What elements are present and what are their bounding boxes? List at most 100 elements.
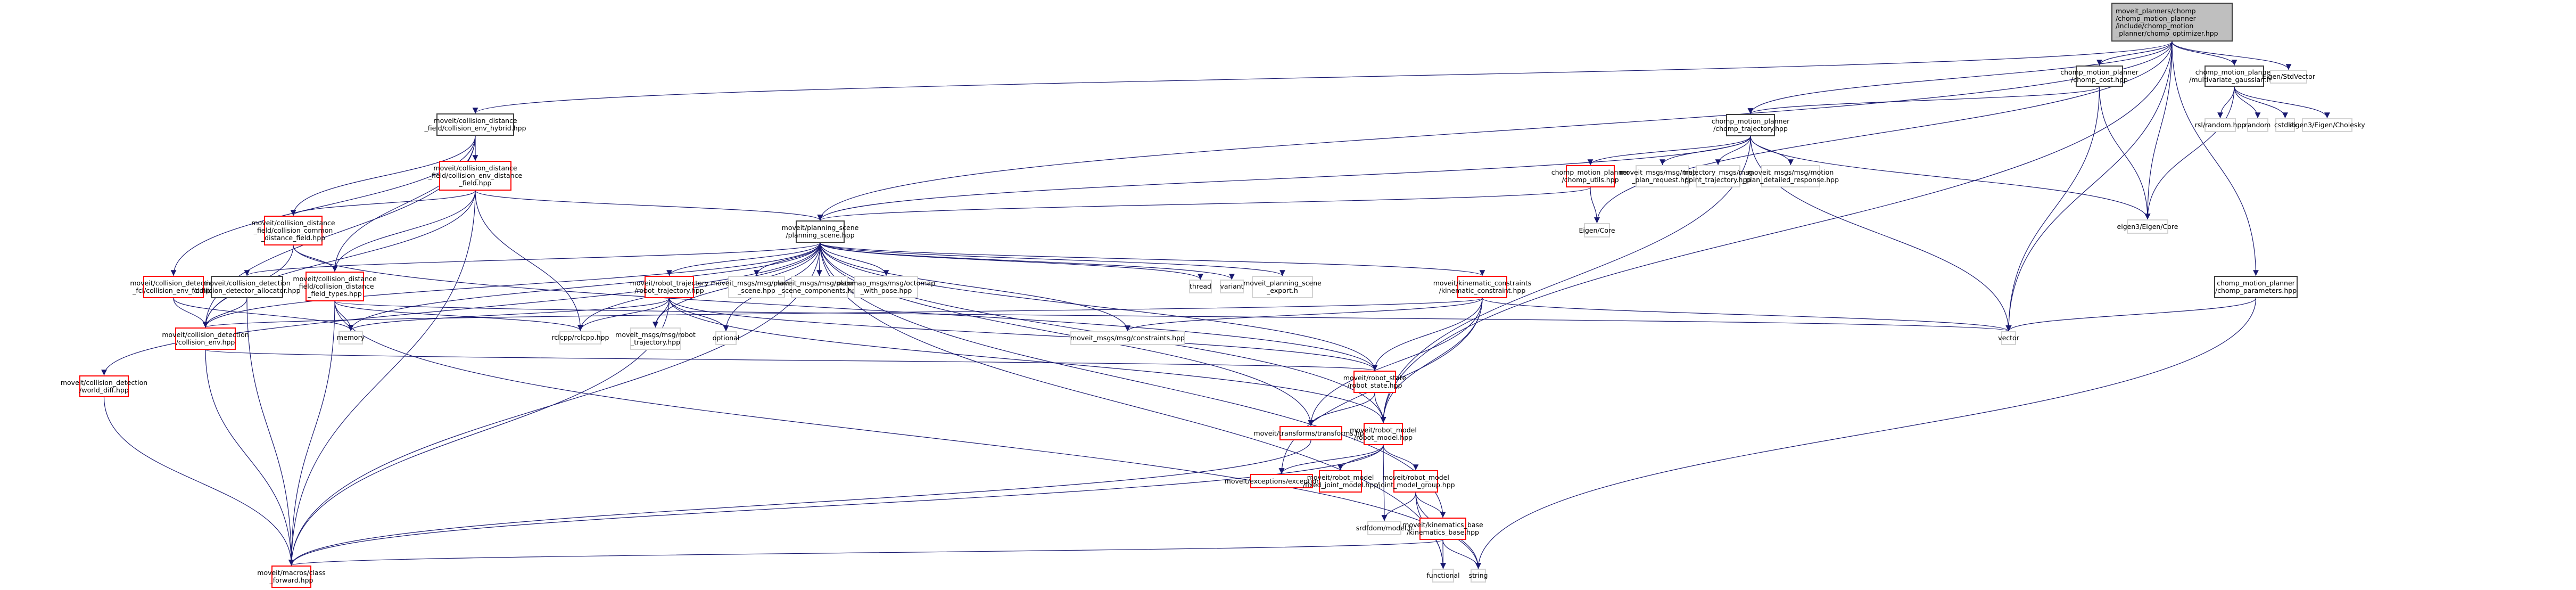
edge-cdet-env-to-class-fwd bbox=[205, 349, 294, 566]
graph-node-chomp-cost[interactable]: chomp_motion_planner /chomp_cost.hpp bbox=[2060, 65, 2139, 87]
edge-mvg-to-eigen3-core bbox=[2144, 86, 2235, 220]
edge-cdet-env-to-robot-state bbox=[205, 349, 1377, 371]
edge-kin-constraint-to-robot-model bbox=[1380, 298, 1483, 423]
edge-planning-scene-to-octomap bbox=[820, 242, 889, 276]
edge-planning-scene-to-thread bbox=[820, 242, 1203, 280]
edge-root-to-eigen-core bbox=[1594, 41, 2173, 224]
graph-node-jmg[interactable]: moveit/robot_model /joint_model_group.hp… bbox=[1376, 470, 1455, 493]
graph-node-eigen3-core: eigen3/Eigen/Core bbox=[2117, 219, 2178, 234]
edge-chomp-cost-to-chomp-traj bbox=[1747, 86, 2100, 114]
graph-node-cd-types[interactable]: moveit/collision_distance _field/collisi… bbox=[293, 272, 377, 301]
graph-node-chomp-params[interactable]: chomp_motion_planner /chomp_parameters.h… bbox=[2214, 276, 2298, 298]
edge-planning-scene-to-transforms bbox=[820, 242, 1314, 427]
graph-node-robot-model[interactable]: moveit/robot_model /robot_model.hpp bbox=[1350, 423, 1417, 445]
graph-node-joint-traj: trajectory_msgs/msg /joint_trajectory.hp… bbox=[1683, 165, 1753, 187]
edge-cd-common-to-cd-types bbox=[293, 245, 338, 272]
graph-node-exceptions[interactable]: moveit/exceptions/exceptions.hpp bbox=[1225, 474, 1339, 488]
edge-cd-envdf-to-rclcpp bbox=[475, 190, 583, 331]
edge-cd-types-to-class-fwd bbox=[288, 301, 335, 566]
edge-jmg-to-srdf bbox=[1381, 492, 1416, 521]
edge-chomp-traj-to-robot-model bbox=[1380, 136, 1751, 423]
edge-root-to-mvg bbox=[2172, 41, 2238, 66]
graph-node-kin-constraint[interactable]: moveit/kinematic_constraints /kinematic_… bbox=[1433, 276, 1531, 298]
graph-node-srdf: srdfdom/model.h bbox=[1356, 521, 1413, 535]
edge-cd-types-to-vector bbox=[334, 301, 2011, 332]
edge-kin-constraint-to-vector bbox=[1482, 298, 2012, 332]
edge-robot-model-to-srdf bbox=[1381, 445, 1388, 521]
graph-node-msg-psc: moveit_msgs/msg/planning _scene_componen… bbox=[774, 276, 865, 298]
graph-node-rclcpp: rclcpp/rclcpp.hpp bbox=[552, 331, 609, 345]
graph-node-cdet-fcl[interactable]: moveit/collision_detection _fcl/collisio… bbox=[130, 276, 217, 298]
edge-robot-traj-to-memory bbox=[348, 298, 670, 331]
graph-node-functional: functional bbox=[1426, 569, 1460, 583]
graph-node-string: string bbox=[1469, 569, 1488, 583]
edge-root-to-cd-hybrid bbox=[473, 41, 2173, 114]
graph-node-class-fwd[interactable]: moveit/macros/class _forward.hpp bbox=[257, 566, 326, 588]
edge-planning-scene-to-msg-constraints bbox=[820, 242, 1130, 332]
edge-robot-traj-to-robot-state bbox=[668, 298, 1378, 371]
graph-node-cd-common[interactable]: moveit/collision_distance _field/collisi… bbox=[251, 216, 335, 245]
edge-cd-hybrid-to-cd-types bbox=[332, 135, 476, 272]
edge-planning-scene-to-class-fwd bbox=[288, 242, 821, 566]
graph-node-cd-envdf[interactable]: moveit/collision_distance _field/collisi… bbox=[428, 161, 522, 191]
edge-transforms-to-class-fwd bbox=[288, 440, 1311, 566]
graph-node-planning-scene[interactable]: moveit/planning_scene /planning_scene.hp… bbox=[782, 220, 858, 243]
graph-node-msg-constraints: moveit_msgs/msg/constraints.hpp bbox=[1070, 331, 1185, 345]
graph-node-memory: memory bbox=[337, 331, 365, 345]
graph-node-cdet-alloc[interactable]: moveit/collision_detection /collision_de… bbox=[193, 276, 301, 298]
edge-root-to-eigen3-core bbox=[2144, 41, 2173, 220]
edge-chomp-params-to-vector bbox=[2005, 298, 2257, 332]
graph-node-stdvector: Eigen/StdVector bbox=[2262, 70, 2315, 84]
graph-node-mvg[interactable]: chomp_motion_planner /multivariate_gauss… bbox=[2189, 65, 2280, 87]
graph-node-chomp-traj[interactable]: chomp_motion_planner /chomp_trajectory.h… bbox=[1712, 114, 1789, 136]
edge-root-to-chomp-params bbox=[2172, 41, 2259, 276]
edge-planning-scene-to-rclcpp bbox=[577, 242, 821, 331]
graph-node-random: random bbox=[2245, 118, 2270, 132]
edge-chomp-traj-to-chomp-utils bbox=[1587, 136, 1751, 166]
edge-robot-model-to-jmg bbox=[1383, 445, 1419, 471]
edge-root-to-planning-scene bbox=[817, 41, 2173, 221]
graph-node-octomap: octomap_msgs/msg/octomap _with_pose.hpp bbox=[837, 276, 935, 298]
edge-chomp-utils-to-eigen-core bbox=[1590, 187, 1600, 224]
graph-node-fixed-joint[interactable]: moveit/robot_model /fixed_joint_model.hp… bbox=[1303, 470, 1378, 493]
edge-kin-base-to-string bbox=[1442, 539, 1481, 569]
graph-node-robot-state[interactable]: moveit/robot_state /robot_state.hpp bbox=[1343, 371, 1406, 393]
edge-robot-model-to-class-fwd bbox=[288, 445, 1384, 566]
graph-node-robot-traj[interactable]: moveit/robot_trajectory /robot_trajector… bbox=[630, 276, 708, 298]
edge-robot-model-to-exceptions bbox=[1278, 445, 1384, 474]
edge-chomp-traj-to-eigen3-core bbox=[1750, 136, 2151, 220]
edge-kin-constraint-to-transforms bbox=[1308, 298, 1483, 427]
edge-chomp-cost-to-eigen3-core bbox=[2099, 86, 2151, 220]
graph-node-vector: vector bbox=[1998, 331, 2019, 345]
edge-kin-constraint-to-cdet-env bbox=[203, 298, 1483, 328]
edge-planning-scene-to-functional bbox=[820, 242, 1446, 569]
graph-node-chomp-utils[interactable]: chomp_motion_planner /chomp_utils.hpp bbox=[1551, 165, 1629, 187]
graph-node-cd-hybrid[interactable]: moveit/collision_distance _field/collisi… bbox=[425, 113, 526, 136]
graph-node-root[interactable]: moveit_planners/chomp /chomp_motion_plan… bbox=[2111, 3, 2233, 42]
graph-node-cholesky: eigen3/Eigen/Cholesky bbox=[2289, 118, 2365, 132]
edge-planning-scene-to-cdet-env bbox=[202, 242, 821, 328]
edge-chomp-cost-to-vector bbox=[2005, 86, 2100, 332]
edge-root-to-stdvector bbox=[2172, 41, 2292, 70]
edge-robot-traj-to-rclcpp bbox=[577, 298, 670, 331]
edge-planning-scene-to-robot-state bbox=[820, 242, 1378, 371]
edge-planning-scene-to-cdet-alloc bbox=[244, 242, 821, 276]
graph-node-kin-base[interactable]: moveit/kinematics_base /kinematics_base.… bbox=[1402, 518, 1483, 540]
edge-cd-hybrid-to-cdet-fcl bbox=[170, 135, 476, 276]
edge-root-to-vector bbox=[2005, 41, 2173, 332]
graph-node-cdet-world[interactable]: moveit/collision_detection /world_diff.h… bbox=[61, 375, 147, 397]
edge-planning-scene-to-msg-ps bbox=[754, 242, 821, 276]
edge-kin-constraint-to-msg-constraints bbox=[1125, 298, 1483, 332]
edge-planning-scene-to-memory bbox=[348, 242, 821, 331]
edge-cd-envdf-to-planning-scene bbox=[475, 190, 823, 221]
edge-robot-traj-to-robot-model bbox=[668, 298, 1386, 423]
edge-cd-types-to-rclcpp bbox=[334, 301, 583, 331]
graph-node-variant: variant bbox=[1220, 280, 1244, 293]
graph-node-transforms[interactable]: moveit/transforms/transforms.hpp bbox=[1253, 426, 1368, 440]
edge-planning-scene-to-kin-constraint bbox=[820, 242, 1485, 276]
graph-node-cstdlib: cstdlib bbox=[2274, 118, 2296, 132]
edge-kin-constraint-to-robot-state bbox=[1372, 298, 1483, 371]
edge-cd-envdf-to-cd-types bbox=[332, 190, 476, 272]
graph-node-cdet-env[interactable]: moveit/collision_detection /collision_en… bbox=[162, 327, 249, 350]
